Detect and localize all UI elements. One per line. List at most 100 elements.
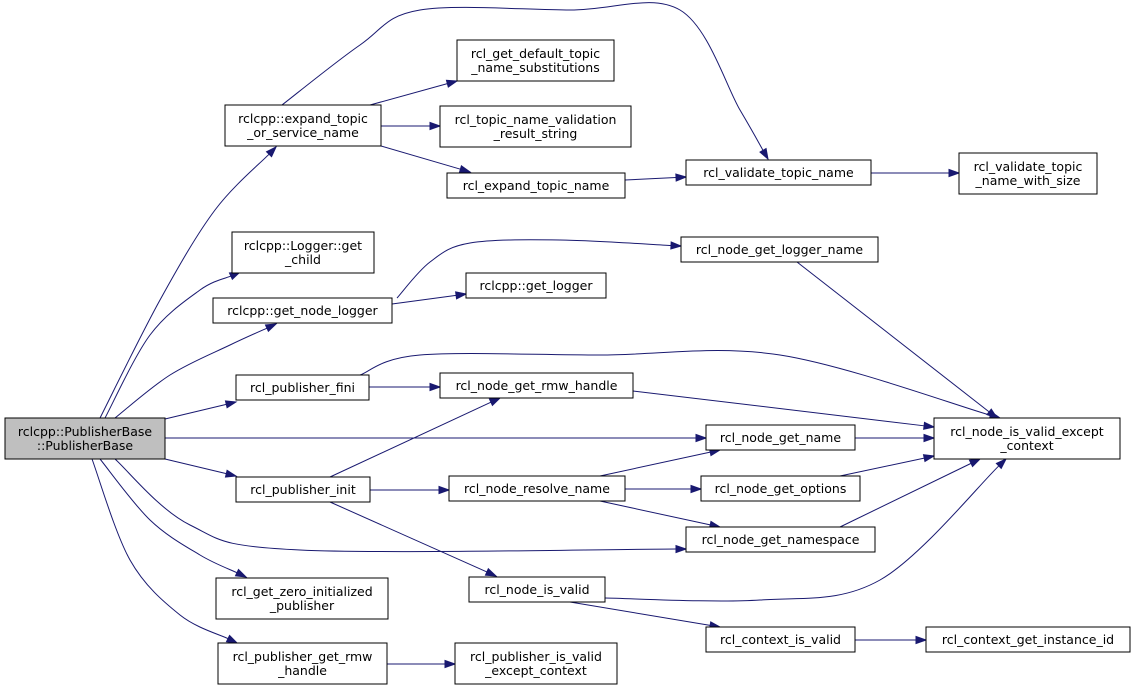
node-label-line: rcl_node_get_options — [715, 481, 847, 496]
node-label-line: _result_string — [493, 126, 578, 141]
arrow-head-icon — [695, 433, 708, 443]
edge-rcl_expand_topic_name-to-rcl_validate_topic_name — [624, 173, 688, 182]
edge-rcl_node_get_logger_name-to-rcl_node_is_valid_except_context — [796, 261, 999, 419]
node-label-line: rcl_publisher_fini — [250, 380, 355, 395]
node-box — [456, 39, 615, 82]
node-label-line: rcl_publisher_init — [250, 482, 356, 497]
node-rcl-publisher-get-rmw-handle[interactable]: rcl_publisher_get_rmw_handle — [217, 642, 388, 685]
arrow-head-icon — [995, 457, 1008, 470]
node-label-line: _except_context — [484, 663, 587, 678]
edge-publisher_base-to-rcl_publisher_init — [164, 458, 238, 478]
edge-rcl_node_is_valid-to-rcl_node_is_valid_except_context — [604, 457, 1008, 602]
arrow-head-icon — [224, 469, 238, 478]
arrow-head-icon — [455, 291, 468, 300]
node-rcl-validate-topic-name-with-size[interactable]: rcl_validate_topic_name_with_size — [958, 152, 1098, 195]
node-label-line: rcl_context_get_instance_id — [942, 632, 1114, 647]
edge-publisher_base-to-logger_get_child — [104, 271, 242, 419]
node-box — [685, 159, 872, 186]
arrow-head-icon — [923, 433, 936, 443]
edge-rcl_validate_topic_name-to-rcl_validate_topic_name_with_size — [871, 168, 961, 178]
node-rcl-node-get-name[interactable]: rcl_node_get_name — [705, 424, 856, 451]
arrow-head-icon — [234, 568, 248, 578]
arrow-head-icon — [923, 421, 936, 430]
node-rcl-publisher-fini[interactable]: rcl_publisher_fini — [235, 374, 370, 401]
node-expand-topic-or-service-name[interactable]: rclcpp::expand_topic_or_service_name — [224, 104, 382, 147]
node-box — [215, 577, 389, 620]
edge-rcl_context_is_valid-to-rcl_context_get_instance_id — [855, 635, 928, 645]
edge-rcl_node_get_name-to-rcl_node_is_valid_except_context — [855, 433, 936, 443]
edge-line — [114, 327, 268, 419]
node-label-line: rclcpp::PublisherBase — [18, 424, 153, 439]
arrow-head-icon — [429, 121, 442, 131]
node-logger-get-child[interactable]: rclcpp::Logger::get_child — [231, 231, 375, 274]
node-box — [235, 374, 370, 401]
edge-line — [839, 457, 925, 477]
node-rcl-publisher-init[interactable]: rcl_publisher_init — [235, 476, 371, 503]
node-get-logger[interactable]: rclcpp::get_logger — [465, 272, 607, 299]
edge-expand_topic_or_service_name-to-rcl_expand_topic_name — [380, 145, 472, 174]
node-rcl-node-get-options[interactable]: rcl_node_get_options — [700, 475, 861, 502]
edge-rcl_publisher_fini-to-rcl_node_get_rmw_handle — [369, 382, 442, 392]
edge-rcl_publisher_init-to-rcl_node_get_rmw_handle — [329, 397, 502, 478]
node-label-line: rcl_node_get_namespace — [702, 532, 860, 547]
node-label-line: rcl_validate_topic — [974, 159, 1083, 174]
edge-rcl_publisher_init-to-rcl_node_is_valid — [329, 501, 498, 577]
node-rcl-get-zero-initialized-publisher[interactable]: rcl_get_zero_initialized_publisher — [215, 577, 389, 620]
edge-line — [380, 145, 461, 170]
node-label-line: rcl_publisher_get_rmw — [233, 649, 373, 664]
node-box — [224, 104, 382, 147]
edge-line — [91, 458, 229, 640]
node-rcl-topic-name-validation-result-string[interactable]: rcl_topic_name_validation_result_string — [439, 105, 632, 148]
node-label-line: rcl_node_get_rmw_handle — [456, 378, 618, 393]
node-label-line: rclcpp::Logger::get — [244, 238, 362, 253]
arrow-head-icon — [265, 145, 278, 158]
node-publisher-base[interactable]: rclcpp::PublisherBase::PublisherBase — [4, 417, 166, 460]
edge-publisher_base-to-get_node_logger — [114, 323, 278, 419]
node-box — [958, 152, 1098, 195]
node-rcl-context-get-instance-id[interactable]: rcl_context_get_instance_id — [925, 626, 1131, 653]
node-get-node-logger[interactable]: rclcpp::get_node_logger — [212, 297, 393, 324]
node-rcl-context-is-valid[interactable]: rcl_context_is_valid — [705, 626, 856, 653]
arrow-head-icon — [948, 168, 961, 178]
node-label-line: _name_with_size — [975, 173, 1081, 188]
edge-rcl_node_get_namespace-to-rcl_node_is_valid_except_context — [839, 458, 982, 528]
node-box — [235, 476, 371, 503]
node-rcl-validate-topic-name[interactable]: rcl_validate_topic_name — [685, 159, 872, 186]
edge-line — [632, 390, 925, 427]
node-label-line: rcl_publisher_is_valid — [470, 649, 602, 664]
edge-publisher_base-to-rcl_node_get_namespace — [114, 458, 688, 554]
edge-rcl_publisher_init-to-rcl_node_resolve_name — [370, 485, 451, 495]
node-label-line: rcl_node_resolve_name — [464, 481, 610, 496]
node-rcl-node-is-valid[interactable]: rcl_node_is_valid — [468, 576, 606, 603]
node-label-line: _handle — [277, 663, 327, 678]
node-rcl-get-default-topic-name-substitutions[interactable]: rcl_get_default_topic_name_substitutions — [456, 39, 615, 82]
node-rcl-node-resolve-name[interactable]: rcl_node_resolve_name — [448, 475, 626, 502]
edge-publisher_base-to-rcl_node_get_name — [165, 433, 708, 443]
node-rcl-expand-topic-name[interactable]: rcl_expand_topic_name — [446, 172, 626, 199]
node-box — [439, 372, 634, 399]
edge-rcl_node_is_valid-to-rcl_context_is_valid — [569, 601, 722, 630]
edge-line — [329, 401, 492, 478]
edge-line — [599, 500, 711, 526]
node-box — [448, 475, 626, 502]
node-label-line: _publisher — [269, 598, 335, 613]
node-rcl-node-get-rmw-handle[interactable]: rcl_node_get_rmw_handle — [439, 372, 634, 399]
arrow-head-icon — [429, 382, 442, 392]
node-rcl-node-is-valid-except-context[interactable]: rcl_node_is_valid_except_context — [933, 417, 1121, 460]
edge-line — [359, 350, 991, 416]
node-box — [439, 105, 632, 148]
edge-rcl_node_get_rmw_handle-to-rcl_node_is_valid_except_context — [632, 390, 936, 430]
node-rcl-node-get-namespace[interactable]: rcl_node_get_namespace — [685, 526, 876, 553]
node-label-line: rcl_validate_topic_name — [703, 165, 854, 180]
node-label-line: rcl_get_zero_initialized — [231, 584, 372, 599]
node-rcl-node-get-logger-name[interactable]: rcl_node_get_logger_name — [680, 236, 879, 263]
arrow-head-icon — [759, 147, 769, 161]
node-box — [446, 172, 626, 199]
edge-expand_topic_or_service_name-to-rcl_get_default_topic_name_substitutions — [369, 79, 459, 106]
edge-rcl_node_resolve_name-to-rcl_node_get_name — [599, 448, 722, 477]
node-box — [454, 642, 618, 685]
node-box — [685, 526, 876, 553]
node-box — [925, 626, 1131, 653]
node-rcl-publisher-is-valid-except-context[interactable]: rcl_publisher_is_valid_except_context — [454, 642, 618, 685]
